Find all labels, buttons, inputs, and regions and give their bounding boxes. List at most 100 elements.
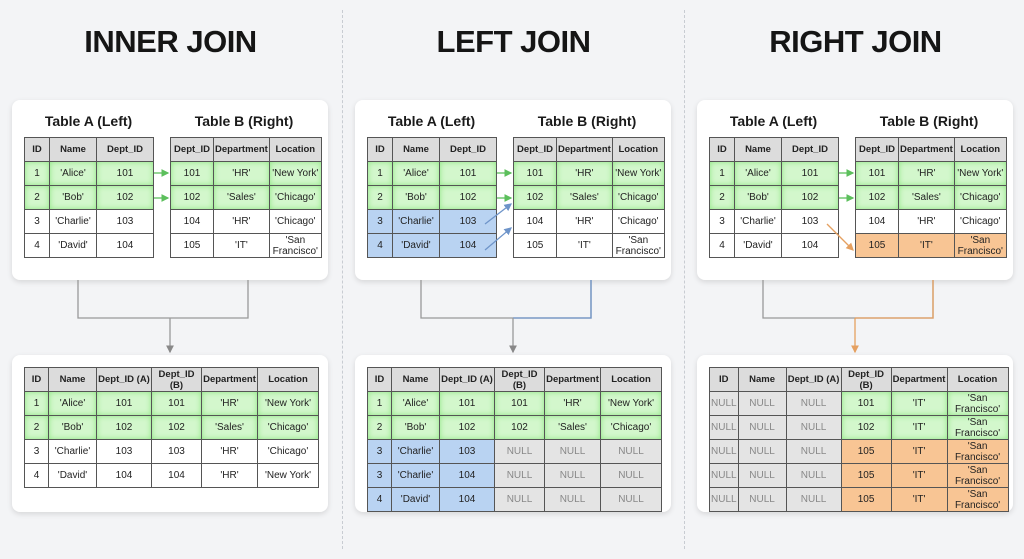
table-cell: 'Alice' [391,391,440,416]
table-row: 104'HR''Chicago' [513,209,665,234]
table-cell: 'HR' [556,161,613,186]
table-cell: 'Charlie' [48,439,97,464]
table-cell: NULL [544,487,601,512]
table-row: 102'Sales''Chicago' [855,185,1007,210]
table-cell: 'Chicago' [611,209,665,234]
table-cell: 'San Francisco' [946,463,1009,488]
table-cell: 'HR' [201,439,258,464]
column-header: Location [257,367,319,392]
table-row: 3'Charlie'103 [709,209,839,234]
table-cell: 102 [494,415,545,440]
table-b-label: Table B (Right) [879,113,979,129]
table-cell: 'David' [48,463,97,488]
column-header: Dept_ID (B) [151,367,202,392]
table-cell: 2 [367,185,393,210]
table-cell: NULL [600,463,662,488]
table-cell: 'Chicago' [268,185,322,210]
table-cell: 101 [840,391,892,416]
table-cell: 'San Francisco' [953,233,1007,258]
table-cell: 3 [367,439,392,464]
table-cell: 3 [709,209,735,234]
column-header: Location [268,137,322,162]
table-cell: NULL [709,391,739,416]
table-cell: 'New York' [600,391,662,416]
table-row: 105'IT''San Francisco' [170,233,322,258]
table-cell: NULL [544,463,601,488]
column-header: ID [367,137,393,162]
table-row: 101'HR''New York' [170,161,322,186]
table-cell: 'IT' [556,233,613,258]
table-cell: 2 [24,415,49,440]
table-cell: NULL [709,463,739,488]
table-cell: 102 [96,415,152,440]
table-cell: 'Charlie' [734,209,782,234]
table-cell: 'Alice' [48,391,97,416]
column-header: Department [898,137,955,162]
table-cell: 'IT' [213,233,270,258]
table-cell: 'Alice' [392,161,440,186]
column-header: Name [737,367,787,392]
table-a-label: Table A (Left) [387,113,476,129]
table-cell: 'Chicago' [953,209,1007,234]
table-cell: NULL [785,391,842,416]
column-header: Dept_ID [439,137,497,162]
table-row: 104'HR''Chicago' [170,209,322,234]
table-cell: NULL [709,487,739,512]
column-header: Dept_ID (A) [439,367,495,392]
column-header: Department [201,367,258,392]
table-cell: 4 [367,233,393,258]
table-cell: 102 [781,185,839,210]
table-cell: NULL [737,439,787,464]
table-cell: 'San Francisco' [946,391,1009,416]
table-cell: 'Alice' [49,161,97,186]
table-cell: 101 [513,161,557,186]
column-header: Department [544,367,601,392]
table-cell: 'Bob' [48,415,97,440]
table-b-label: Table B (Right) [194,113,294,129]
table-cell: NULL [785,415,842,440]
column-header: Location [946,367,1009,392]
table-row: 1'Alice'101 [709,161,839,186]
table-cell: 'Chicago' [600,415,662,440]
table-cell: 'IT' [890,439,948,464]
table-cell: 1 [24,161,50,186]
table-cell: 101 [96,161,154,186]
table-cell: 105 [513,233,557,258]
merge-line-highlight [513,280,592,319]
table-cell: 104 [96,463,152,488]
table-cell: NULL [494,487,545,512]
table-cell: NULL [709,439,739,464]
table-row: 1'Alice'101 [24,161,154,186]
table-cell: 'HR' [201,391,258,416]
table-cell: 3 [367,463,392,488]
table-cell: NULL [737,487,787,512]
merge-line [77,280,249,319]
column-header: Location [600,367,662,392]
table-cell: 102 [170,185,214,210]
table-cell: 'New York' [257,391,319,416]
table-cell: 103 [96,209,154,234]
table-row: 102'Sales''Chicago' [170,185,322,210]
column-header: ID [24,367,49,392]
table-row: 101'HR''New York' [513,161,665,186]
table-cell: 102 [439,185,497,210]
divider [684,10,685,549]
table-cell: 102 [855,185,899,210]
